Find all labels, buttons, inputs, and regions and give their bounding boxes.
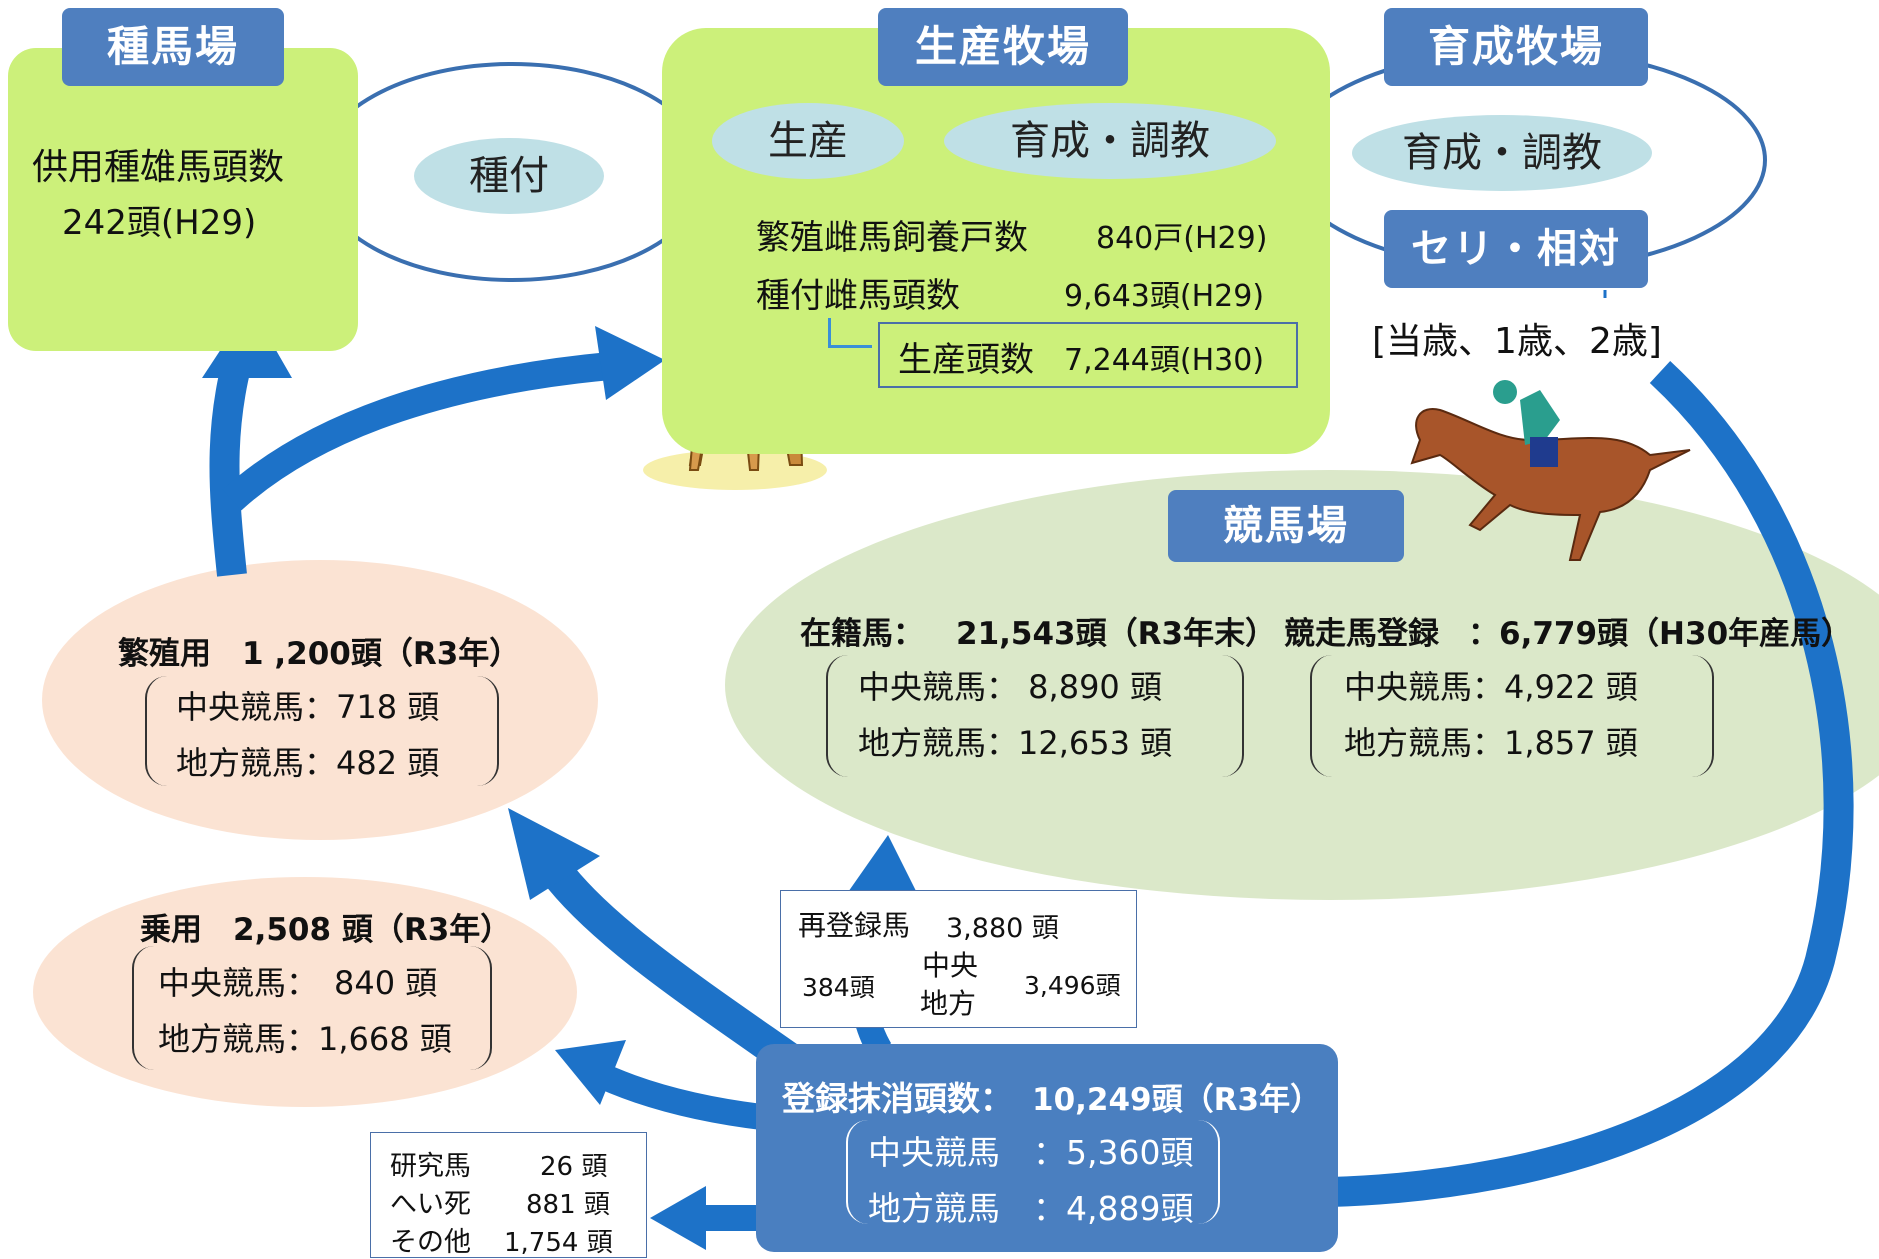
arrow-to-other-head [650, 1186, 706, 1250]
foals-label: 生産頭数 [898, 340, 1034, 380]
deregistered-central: 中央競馬 ：5,360頭 [868, 1133, 1194, 1172]
mare-households-label: 繁殖雌馬飼養戸数 [756, 218, 1028, 258]
deregistered-title: 登録抹消頭数： [782, 1079, 1013, 1118]
covered-mares-label: 種付雌馬頭数 [756, 276, 960, 316]
other-outcomes-box [370, 1132, 647, 1258]
registered-bracket [826, 655, 1244, 777]
breeding-use-title: 繁殖用 1 ,200頭（R3年） [118, 636, 521, 672]
foals-value: 7,244頭(H30) [1064, 343, 1265, 378]
race-registration-bracket [1310, 655, 1714, 777]
stud-farm-box [8, 48, 358, 351]
training-farm-title: 育成牧場 [1384, 8, 1648, 86]
breeding-use-local: 地方競馬：482 頭 [176, 744, 440, 782]
breeding-use-ellipse [42, 560, 598, 840]
foals-connector-h [828, 345, 872, 348]
reregistered-title: 再登録馬 [798, 909, 911, 942]
racecourse-ellipse [725, 470, 1879, 900]
research-label: 研究馬 [390, 1151, 471, 1182]
arrow-to-breeding-farm-head [595, 326, 665, 400]
other-value: 1,754 頭 [504, 1228, 613, 1258]
race-registration-central: 中央競馬：4,922 頭 [1344, 668, 1638, 706]
other-label: その他 [390, 1227, 471, 1258]
registered-local: 地方競馬：12,653 頭 [858, 724, 1173, 762]
riding-use-title: 乗用 2,508 頭（R3年） [140, 912, 512, 948]
breeding-farm-title: 生産牧場 [878, 8, 1128, 86]
foals-box [878, 322, 1298, 388]
ages-label: [当歳、1歳、2歳] [1372, 321, 1662, 362]
arrow-to-racecourse-head [846, 835, 918, 895]
race-registration-label: 競走馬登録 [1284, 616, 1439, 652]
racecourse-title: 競馬場 [1168, 490, 1404, 562]
arrow-to-breeding-use-head [508, 808, 600, 900]
auction-title: セリ・相対 [1384, 210, 1648, 288]
arrow-to-riding-use-head [555, 1040, 626, 1105]
arrow-to-breeding-use [541, 859, 800, 1074]
reregistered-value: 3,880 頭 [946, 913, 1059, 944]
stallion-count-label: 供用種雄馬頭数 [32, 147, 285, 188]
riding-use-ellipse [33, 877, 577, 1107]
arrow-training-to-dereg [1329, 360, 1854, 1207]
production-bubble: 生産 [712, 103, 904, 179]
training-bubble: 育成・調教 [1352, 115, 1652, 191]
arrow-to-riding-use [584, 1058, 772, 1131]
death-label: へい死 [390, 1189, 471, 1220]
racehorse-jockey-illustration [1410, 380, 1691, 561]
foals-connector [828, 318, 831, 348]
stallion-count-value: 242頭(H29) [62, 203, 257, 243]
breeding-use-central: 中央競馬：718 頭 [176, 688, 440, 726]
covered-mares-value: 9,643頭(H29) [1064, 279, 1265, 314]
registered-label: 在籍馬： [800, 616, 924, 652]
covering-bubble: 種付 [414, 138, 604, 214]
riding-use-local: 地方競馬：1,668 頭 [158, 1020, 452, 1058]
riding-use-bracket [132, 946, 492, 1070]
race-registration-local: 地方競馬：1,857 頭 [1344, 724, 1638, 762]
reregistered-left-value: 384頭 [802, 973, 875, 1002]
race-registration-value: ：6,779頭（H30年産馬） [1468, 616, 1853, 652]
reregistered-center-bottom: 地方 [920, 987, 977, 1020]
research-value: 26 頭 [540, 1152, 608, 1182]
death-value: 881 頭 [526, 1190, 610, 1220]
reregistered-right-value: 3,496頭 [1024, 971, 1121, 1000]
deregistered-local: 地方競馬 ：4,889頭 [868, 1189, 1194, 1228]
breeding-training-bubble: 育成・調教 [944, 103, 1276, 179]
riding-use-central: 中央競馬： 840 頭 [158, 964, 438, 1002]
registered-central: 中央競馬： 8,890 頭 [858, 668, 1162, 706]
deregistered-bracket [846, 1120, 1220, 1224]
registered-value: 21,543頭（R3年末） [956, 616, 1277, 652]
breeding-use-bracket [145, 676, 499, 786]
arrow-to-breeding-farm [222, 352, 612, 511]
stud-farm-title: 種馬場 [62, 8, 284, 86]
reregistered-center-top: 中央 [922, 949, 979, 982]
deregistered-value: 10,249頭（R3年） [1032, 1082, 1322, 1118]
mare-households-value: 840戸(H29) [1096, 221, 1268, 256]
reregistered-box [780, 890, 1137, 1028]
